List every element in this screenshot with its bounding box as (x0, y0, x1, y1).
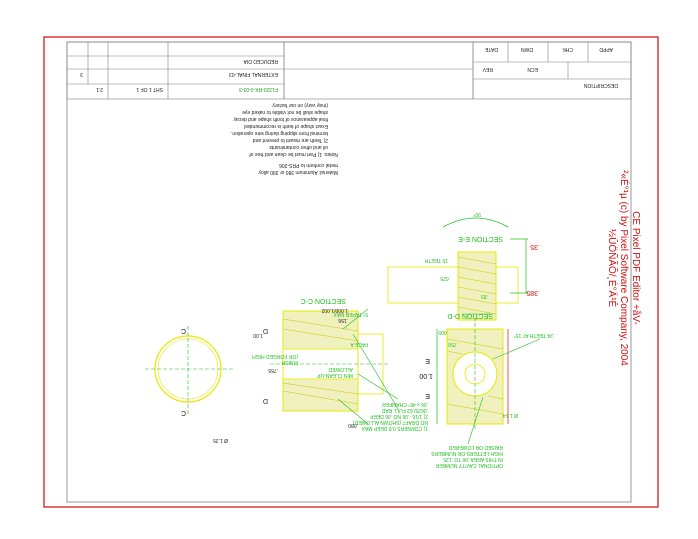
label-d-top: D (263, 327, 268, 334)
section-c-c-title: SECTION C-C (301, 297, 347, 304)
end-view: C C (143, 324, 233, 416)
callout-line: (OR FORGED HIGH (252, 353, 298, 359)
note-line: oil and other contaminants (269, 144, 328, 150)
section-e-e: SECTION E-E 90° .35 .385 .025 .83 15 TEE… (387, 211, 540, 321)
section-c-c: SECTION C-C .156 .755 .080 1.00 1.000/1.… (213, 297, 388, 443)
note-line: 2) Teeth are meant to prevent and (253, 137, 328, 143)
callout-line: 5° TAPER MAX (333, 311, 368, 317)
tb-date: DATE (484, 46, 498, 52)
title-block (66, 41, 632, 100)
watermark-line: ½ÛÖÑÃÕ/¸É°Ä¹Ê (606, 228, 617, 308)
label-e-bottom: E (425, 357, 430, 364)
dim-e-025: .025 (440, 275, 450, 281)
page-border (43, 36, 659, 508)
label-d-bottom: D (263, 397, 268, 404)
dim-c-156: .156 (338, 317, 348, 323)
watermark-line: CE Pixel PDF Editor +åV- (630, 211, 641, 325)
subtitle-text: REDUCED DIA (243, 58, 278, 64)
section-e-e-title: SECTION E-E (458, 235, 503, 242)
dim-d-750: .750 (448, 341, 458, 347)
part-number-text: F1320-RK-0-03-3 (239, 86, 278, 92)
dim-c-100: 1.00 (253, 332, 263, 338)
dim-d-114: Ø 1.14 (503, 412, 518, 418)
note-line: final appearance of tooth shape and deca… (233, 116, 328, 122)
title-text: EXTERNAL FINAL-03 (229, 71, 278, 77)
drawing-frame (66, 41, 632, 503)
callout-line: FINISH (281, 359, 298, 365)
note-line: Exact shape of teeth is recommended (244, 123, 328, 129)
callout-line: IN THIS AREA .06 TO .125 (443, 456, 503, 462)
note-line: Material: Aluminum 380 or 390 alloy (258, 169, 338, 175)
tb-rev: REV (482, 66, 493, 72)
note-line: Notes: 1) Part must be clean and free of (249, 151, 338, 157)
dim-d-teeth: 24 TEETH AT 15° (514, 332, 553, 338)
note-line: metal conform to PRS-206 (279, 162, 338, 168)
dim-e-35: .35 (530, 243, 540, 250)
dim-d-100: 1.00 (419, 372, 433, 379)
scale-text: 2:1 (96, 86, 103, 92)
dim-e-83: .83 (481, 293, 488, 299)
dim-e-teeth: 15 TEETH (424, 257, 448, 263)
section-d-d-title: SECTION D-D (448, 312, 494, 319)
tb-ecn: ECN (527, 66, 538, 72)
callout-line: .0625/.62 FULL RAD (381, 407, 428, 413)
dim-c-755: .755 (268, 367, 278, 373)
dim-c-1000: 1.000/1.002 (321, 307, 348, 313)
callout-line: RAISED OR LOWERED (448, 444, 503, 450)
dim-c-080: .080 (348, 422, 358, 428)
dim-e-angle: 90° (473, 211, 481, 217)
watermark: CE Pixel PDF Editor +åV- ²«É°¹µ (c) by P… (581, 148, 641, 388)
label-c-top: C (181, 327, 186, 334)
section-d-d: SECTION D-D 1.00 .750 .005 Ø 1.14 24 TEE… (419, 312, 553, 429)
callout-line: HIGH LETTERS OR NUMBERS (431, 450, 503, 456)
note-line: (may vary) on our factory (272, 102, 328, 108)
tb-chk: CHK (562, 46, 573, 52)
dim-d-005: .005 (438, 329, 448, 335)
tb-dwn: DWN (521, 46, 533, 52)
label-e-top: E (425, 392, 430, 399)
callout-line: ALLOWED (328, 366, 353, 372)
rev-text: 3 (80, 71, 83, 77)
callout-line: MIN CLEAN-UP (316, 372, 353, 378)
callout-line: .06 x 45° CHAMFER (382, 401, 428, 407)
note-line: shape shall be not visible to naked eye (242, 109, 328, 115)
watermark-line: ²«É°¹µ (c) by Pixel Software Company, 20… (618, 170, 629, 366)
sheet-text: SHT 1 OF 1 (136, 86, 163, 92)
callout-line: OPTIONAL CAVITY NUMBER (435, 462, 503, 468)
callouts: OPTIONAL CAVITY NUMBER IN THIS AREA .06 … (252, 311, 503, 468)
tb-desc: DESCRIPTION (583, 82, 618, 88)
callout-line: NO DRAFT (SHOWN ALLOWED) (353, 419, 428, 425)
label-c-bottom: C (181, 409, 186, 416)
callout-line: 2) 1/16 -.06 NO .06 DEEP (370, 413, 428, 419)
leader-lines (337, 308, 484, 445)
dim-c-125: Ø 1.25 (213, 437, 228, 443)
callout-line: 1) CORNERS 0.8 DEEP MAX (361, 425, 428, 431)
notes: Material: Aluminum 380 or 390 alloy meta… (231, 102, 338, 175)
tb-appd: APPD (599, 46, 613, 52)
dim-e-385: .385 (526, 289, 540, 296)
note-line: terminal from slipping during wire opera… (231, 130, 328, 136)
